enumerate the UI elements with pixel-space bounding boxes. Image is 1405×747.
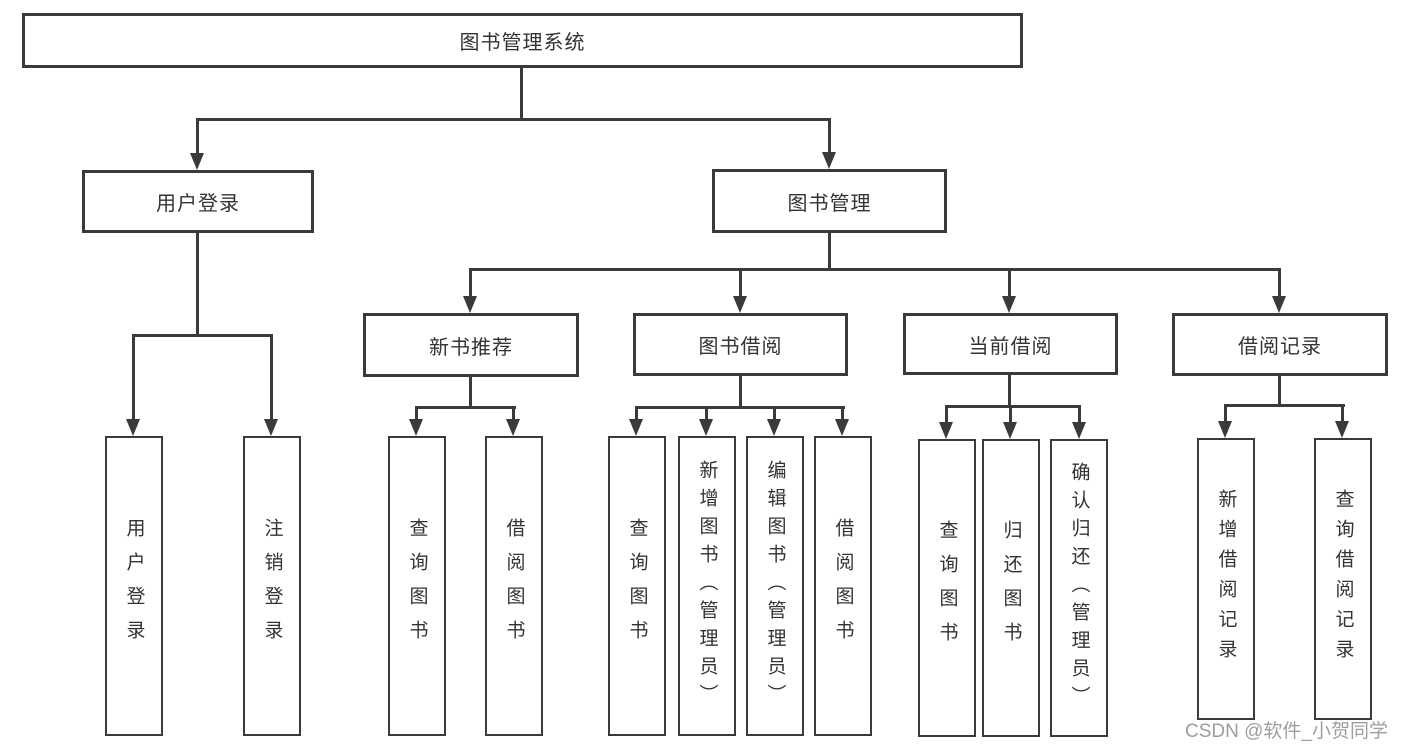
leaf-query-borrow-record-label: 查询借阅记录: [1332, 489, 1354, 669]
node-user-login: 用户登录: [82, 170, 314, 233]
leaf-query-books-1: 查询图书: [388, 436, 446, 736]
leaf-query-books-2: 查询图书: [608, 436, 666, 736]
connector-arrowhead: [699, 419, 713, 436]
connector-arrowhead: [1272, 296, 1286, 313]
connector-arrowhead: [1218, 421, 1232, 438]
leaf-borrow-books-1: 借阅图书: [485, 436, 543, 736]
connector-line: [1278, 376, 1281, 407]
connector-line: [1224, 404, 1227, 421]
node-new-book-recommendation-label: 新书推荐: [429, 336, 513, 359]
connector-line: [635, 406, 638, 420]
connector-line: [196, 118, 199, 154]
csdn-watermark: CSDN @软件_小贺同学: [1185, 721, 1388, 742]
connector-arrowhead: [1003, 422, 1017, 439]
connector-arrowhead: [1072, 422, 1086, 439]
node-borrowing-records: 借阅记录: [1172, 313, 1388, 376]
connector-line: [1008, 375, 1011, 408]
node-current-borrowing-label: 当前借阅: [968, 335, 1053, 358]
leaf-borrow-books-2: 借阅图书: [814, 436, 872, 736]
connector-arrowhead: [409, 419, 423, 436]
leaf-query-books-3-label: 查询图书: [936, 520, 958, 656]
connector-line: [469, 268, 472, 297]
connector-line: [739, 376, 742, 409]
connector-line: [470, 268, 1281, 271]
node-root-label: 图书管理系统: [459, 32, 586, 54]
leaf-add-borrow-record: 新增借阅记录: [1197, 438, 1255, 720]
leaf-logout-label: 注销登录: [261, 518, 283, 654]
leaf-query-borrow-record: 查询借阅记录: [1314, 438, 1372, 720]
connector-line: [739, 268, 742, 297]
leaf-return-books-label: 归还图书: [1000, 520, 1022, 656]
connector-line: [773, 406, 776, 420]
leaf-add-books-admin: 新增图书（管理员）: [678, 436, 736, 736]
connector-line: [469, 377, 472, 409]
connector-arrowhead: [264, 419, 278, 436]
connector-arrowhead: [733, 296, 747, 313]
node-book-management: 图书管理: [712, 169, 947, 233]
node-current-borrowing: 当前借阅: [903, 313, 1118, 375]
connector-line: [416, 406, 516, 409]
connector-line: [1341, 404, 1344, 421]
leaf-edit-books-admin: 编辑图书（管理员）: [746, 436, 804, 736]
leaf-confirm-return-admin: 确认归还（管理员）: [1050, 439, 1108, 737]
connector-line: [196, 233, 199, 337]
connector-line: [512, 406, 515, 420]
connector-line: [1008, 268, 1011, 297]
connector-line: [945, 405, 1081, 408]
connector-arrowhead: [939, 422, 953, 439]
leaf-user-login: 用户登录: [105, 436, 163, 736]
connector-arrowhead: [463, 296, 477, 313]
connector-line: [705, 406, 708, 420]
connector-arrowhead: [629, 419, 643, 436]
connector-line: [1225, 404, 1345, 407]
connector-arrowhead: [835, 419, 849, 436]
leaf-query-books-1-label: 查询图书: [406, 518, 428, 654]
connector-line: [945, 405, 948, 422]
connector-line: [636, 406, 845, 409]
connector-arrowhead: [506, 419, 520, 436]
connector-line: [828, 233, 831, 271]
connector-line: [841, 406, 844, 420]
connector-line: [828, 118, 831, 153]
leaf-logout: 注销登录: [243, 436, 301, 736]
connector-line: [1278, 268, 1281, 297]
connector-arrowhead: [767, 419, 781, 436]
node-book-management-label: 图书管理: [787, 192, 872, 215]
node-root: 图书管理系统: [22, 13, 1023, 68]
node-user-login-label: 用户登录: [156, 193, 240, 215]
node-borrowing-records-label: 借阅记录: [1238, 336, 1322, 358]
leaf-query-books-3: 查询图书: [918, 439, 976, 737]
connector-line: [132, 334, 273, 337]
connector-arrowhead: [126, 419, 140, 436]
connector-arrowhead: [1002, 296, 1016, 313]
connector-line: [1078, 405, 1081, 422]
leaf-user-login-label: 用户登录: [123, 518, 145, 654]
node-book-borrowing-label: 图书借阅: [698, 336, 783, 358]
leaf-confirm-return-admin-label: 确认归还（管理员）: [1068, 462, 1090, 714]
connector-line: [132, 334, 135, 420]
node-new-book-recommendation: 新书推荐: [363, 313, 579, 377]
node-book-borrowing: 图书借阅: [633, 313, 848, 376]
connector-line: [520, 68, 523, 120]
connector-line: [415, 406, 418, 420]
connector-arrowhead: [190, 153, 204, 170]
connector-line: [197, 118, 831, 121]
leaf-query-books-2-label: 查询图书: [626, 518, 648, 654]
connector-arrowhead: [822, 152, 836, 169]
connector-line: [270, 334, 273, 420]
leaf-borrow-books-1-label: 借阅图书: [503, 518, 525, 654]
leaf-borrow-books-2-label: 借阅图书: [832, 518, 854, 654]
leaf-edit-books-admin-label: 编辑图书（管理员）: [764, 460, 786, 712]
connector-line: [1009, 405, 1012, 422]
leaf-add-borrow-record-label: 新增借阅记录: [1215, 489, 1237, 669]
leaf-add-books-admin-label: 新增图书（管理员）: [696, 460, 718, 712]
leaf-return-books: 归还图书: [982, 439, 1040, 737]
connector-arrowhead: [1335, 421, 1349, 438]
